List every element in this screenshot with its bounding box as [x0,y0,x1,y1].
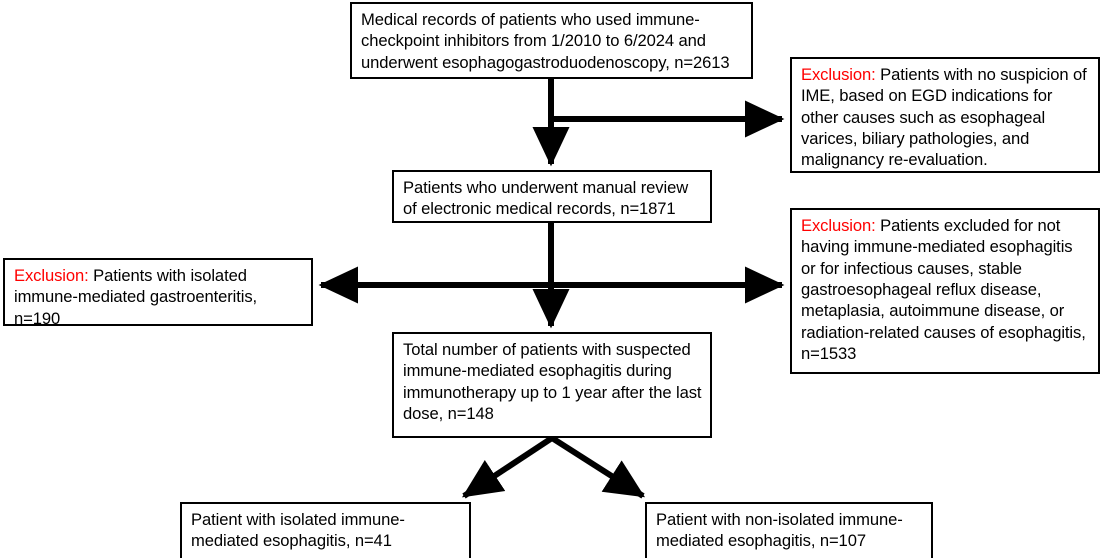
node-non-isolated-esophagitis-text: Patient with non-isolated immune-mediate… [656,510,903,551]
exclusion-label: Exclusion: [801,65,876,84]
node-manual-review: Patients who underwent manual review of … [392,170,712,223]
node-exclusion-other-causes-text: Patients excluded for not having immune-… [801,216,1086,363]
node-manual-review-text: Patients who underwent manual review of … [403,178,689,219]
node-isolated-esophagitis-text: Patient with isolated immune-mediated es… [191,510,405,551]
exclusion-label: Exclusion: [14,266,89,285]
node-exclusion-other-causes: Exclusion: Patients excluded for not hav… [790,208,1100,374]
node-exclusion-egd: Exclusion: Patients with no suspicion of… [790,57,1100,173]
node-exclusion-egd-text: Patients with no suspicion of IME, based… [801,65,1087,170]
node-exclusion-gastroenteritis: Exclusion: Patients with isolated immune… [3,258,313,328]
edge-total-to-non-isolated [550,435,646,499]
node-non-isolated-esophagitis: Patient with non-isolated immune-mediate… [645,502,933,558]
node-total-suspected-text: Total number of patients with suspected … [403,340,702,423]
node-exclusion-gastroenteritis-text: Patients with isolated immune-mediated g… [14,266,258,328]
node-isolated-esophagitis: Patient with isolated immune-mediated es… [180,502,471,558]
edge-total-to-isolated [461,435,554,499]
node-total-suspected: Total number of patients with suspected … [392,332,712,438]
node-source-records: Medical records of patients who used imm… [350,2,753,79]
node-source-text: Medical records of patients who used imm… [361,10,730,72]
exclusion-label: Exclusion: [801,216,876,235]
